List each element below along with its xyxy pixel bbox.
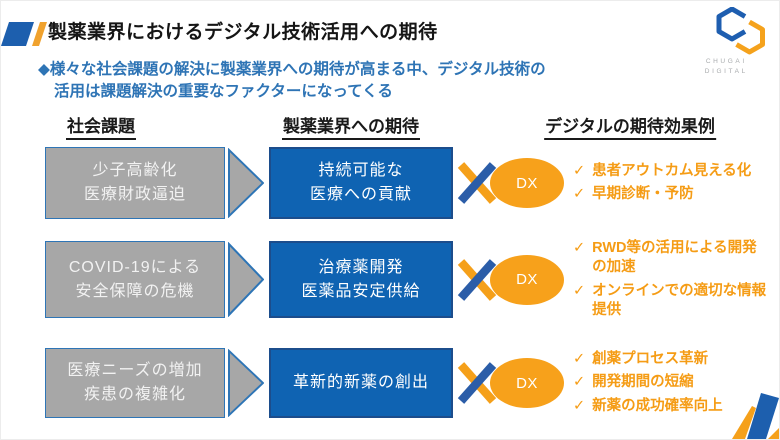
cross-icon [457,362,497,404]
right-arrow-icon [228,148,264,218]
page-title: 製薬業界におけるデジタル技術活用への期待 [48,22,438,43]
flow-row: 少子高齢化 医療財政逼迫 持続可能な 医療への貢献 DX ✓ 患者アウトカム見え… [1,147,779,219]
hexagons-logo-icon [716,7,765,55]
effect-text: 新薬の成功確率向上 [592,397,723,414]
effect-item: ✓ オンラインでの適切な情報提供 [573,282,779,320]
dx-badge: DX [490,158,564,208]
cross-icon [457,258,497,301]
expectation-box: 治療薬開発 医薬品安定供給 [269,241,453,318]
effect-text: 開発期間の短縮 [592,374,694,391]
effect-text: 早期診断・予防 [592,186,694,202]
flow-row: COVID-19による 安全保障の危機 治療薬開発 医薬品安定供給 DX ✓ R… [1,239,779,320]
subtitle: ◆様々な社会課題の解決に製薬業界への期待が高まる中、デジタル技術の 活用は課題解… [38,59,546,104]
effect-item: ✓ 創薬プロセス革新 [573,350,779,369]
flow-row: 医療ニーズの増加 疾患の複雑化 革新的新薬の創出 DX ✓ 創薬プロセス革新 ✓… [1,348,779,418]
check-icon: ✓ [573,374,586,391]
subtitle-line2: 活用は課題解決の重要なファクターになってくる [54,83,393,101]
check-icon: ✓ [573,397,586,414]
check-icon: ✓ [573,240,586,257]
column-header-digital-effects: デジタルの期待効果例 [544,112,716,140]
challenge-box: 医療ニーズの増加 疾患の複雑化 [45,348,225,418]
right-arrow-icon [228,242,264,317]
expectation-box: 持続可能な 医療への貢献 [269,147,453,219]
cross-icon [457,162,497,204]
effect-item: ✓ 新薬の成功確率向上 [573,397,779,416]
subtitle-line1: ◆様々な社会課題の解決に製薬業界への期待が高まる中、デジタル技術の [38,61,546,78]
check-icon: ✓ [573,186,586,202]
chugai-digital-logo: CHUGAI DIGITAL [677,5,773,77]
challenge-box: 少子高齢化 医療財政逼迫 [45,147,225,219]
check-icon: ✓ [573,162,586,179]
check-icon: ✓ [573,282,586,299]
check-icon: ✓ [573,351,586,368]
effects-list: ✓ 創薬プロセス革新 ✓ 開発期間の短縮 ✓ 新薬の成功確率向上 [573,348,779,418]
effect-text: 患者アウトカム見える化 [592,162,752,179]
effect-item: ✓ 開発期間の短縮 [573,373,779,392]
effect-item: ✓ RWD等の活用による開発の加速 [573,239,779,277]
effect-text: 創薬プロセス革新 [592,351,709,368]
column-header-pharma-expectations: 製薬業界への期待 [282,112,420,140]
dx-badge: DX [490,254,564,305]
effect-text: RWD等の活用による開発の加速 [592,240,757,276]
corner-decoration [732,393,779,439]
title-accent-icon [1,22,47,46]
expectation-box: 革新的新薬の創出 [269,348,453,418]
column-header-social-issues: 社会課題 [66,112,136,140]
challenge-box: COVID-19による 安全保障の危機 [45,241,225,318]
right-arrow-icon [228,349,264,417]
effects-list: ✓ 患者アウトカム見える化 ✓ 早期診断・予防 [573,147,779,219]
dx-badge: DX [490,358,564,408]
effect-text: オンラインでの適切な情報提供 [592,282,767,318]
logo-text-line1: CHUGAI [705,58,747,65]
effect-item: ✓ 早期診断・予防 [573,185,779,204]
logo-text-line2: DIGITAL [704,68,748,76]
effect-item: ✓ 患者アウトカム見える化 [573,162,779,181]
effects-list: ✓ RWD等の活用による開発の加速 ✓ オンラインでの適切な情報提供 [573,239,779,320]
